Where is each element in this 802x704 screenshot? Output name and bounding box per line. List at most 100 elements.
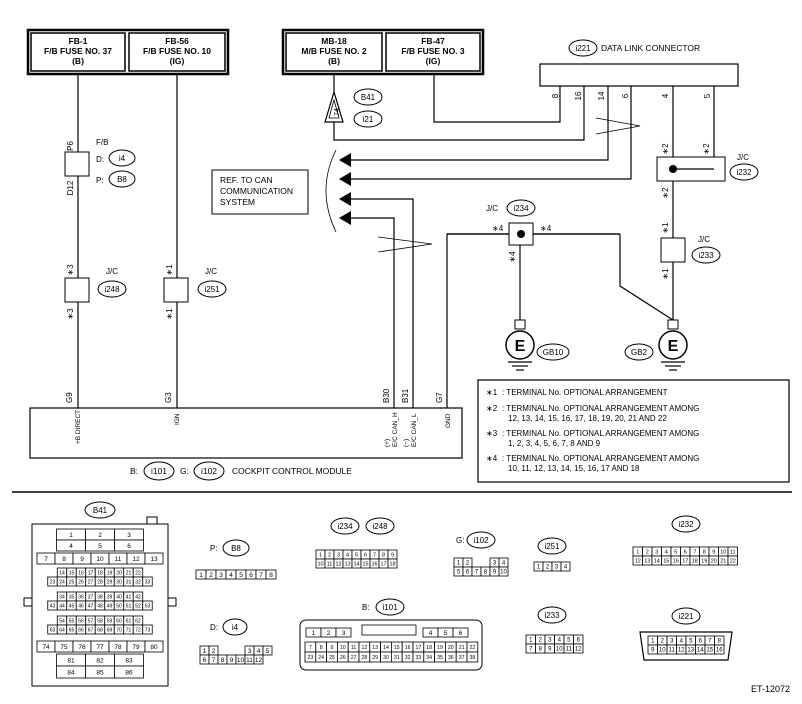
b8-pin: 4 <box>229 572 233 579</box>
diagram-code: ET-12072 <box>751 684 790 694</box>
i4-pin: 3 <box>248 648 252 655</box>
ref-line-1: REF. TO CAN <box>220 175 273 185</box>
pin-g9: G9 <box>65 392 74 403</box>
jc-i248-label: J/C <box>106 267 118 276</box>
fb-p-id: B8 <box>117 175 127 184</box>
jc-i233-mark-top: ∗1 <box>661 222 670 234</box>
b41-pin: 38 <box>97 594 103 600</box>
i233-cell <box>573 643 584 654</box>
b41-pin: 31 <box>126 579 132 585</box>
fuse-1-name: F/B FUSE NO. 37 <box>44 46 112 56</box>
i101-pin: 24 <box>318 655 324 661</box>
i101-pin: 31 <box>394 655 400 661</box>
i101-pin: 35 <box>437 655 443 661</box>
pin-g7: G7 <box>435 392 444 403</box>
b41-pin: 79 <box>132 644 140 651</box>
b41-pin: 32 <box>135 579 141 585</box>
conn-view-i101-prefix: B: <box>362 603 370 612</box>
sig-gnd: GND <box>445 413 452 428</box>
connector-b41-i21: 74 B41 i21 <box>324 88 383 128</box>
i102-pin: 3 <box>493 561 497 567</box>
fuse-3-type: (B) <box>328 56 340 66</box>
b41-pin: 70 <box>116 627 122 633</box>
b41-pin: 78 <box>114 644 122 651</box>
i102-pin: 10 <box>500 570 507 576</box>
i232-pin: 7 <box>693 549 696 555</box>
b41-pin: 81 <box>67 657 75 664</box>
b41-cell <box>114 539 144 552</box>
i101-pin: 11 <box>351 645 356 651</box>
fb-connector: P6 D12 F/B D: i4 P: B8 <box>64 138 136 195</box>
jc-i232-mark-c: ∗2 <box>661 187 670 199</box>
arrow-2 <box>339 172 351 186</box>
i232-pin: 20 <box>711 558 717 564</box>
i234-pin: 6 <box>364 552 367 558</box>
conn-view-i4-label: i4 <box>232 623 239 632</box>
b41-pin: 86 <box>125 669 133 676</box>
b41-pin: 47 <box>88 603 94 609</box>
b41-pin: 7 <box>44 556 48 563</box>
i234-pin: 12 <box>335 561 341 567</box>
b41-pin: 74 <box>42 644 50 651</box>
i234-pin: 15 <box>362 561 368 567</box>
b41-pin: 45 <box>69 603 75 609</box>
i251-pin: 2 <box>546 565 550 571</box>
i233-pin: 12 <box>575 647 582 653</box>
jc-i234-id: i234 <box>513 204 529 213</box>
i234-pin: 3 <box>337 552 340 558</box>
i101-pin: 17 <box>416 645 422 651</box>
b41-pin: 33 <box>145 579 151 585</box>
b41-pin: 22 <box>135 570 141 576</box>
i234-pin: 10 <box>317 561 323 567</box>
conn-view-i248-label: i248 <box>372 522 388 531</box>
b8-pin: 3 <box>219 572 223 579</box>
b41-pin: 57 <box>88 618 94 624</box>
i221-cell <box>714 644 725 655</box>
i232-pin: 22 <box>730 558 736 564</box>
module-b-label: B: <box>130 466 138 476</box>
b41-pin: 30 <box>116 579 122 585</box>
i233-pin: 4 <box>558 638 562 644</box>
legend-4-text2: 10, 11, 12, 13, 14, 15, 16, 17 AND 18 <box>508 464 640 473</box>
i221-pin: 4 <box>680 639 684 645</box>
conn-view-i251-label: i251 <box>544 542 560 551</box>
i234-pin: 13 <box>344 561 350 567</box>
dlc-pin-5: 5 <box>703 93 712 98</box>
i101-pin: 25 <box>329 655 335 661</box>
b41-pin: 62 <box>135 618 141 624</box>
b41-pin: 83 <box>125 657 133 664</box>
i221-pin: 11 <box>669 648 676 654</box>
b41-pin: 8 <box>62 556 66 563</box>
i4-pin: 6 <box>203 657 207 664</box>
b41-pin: 26 <box>78 579 84 585</box>
i101-pin: 16 <box>405 645 411 651</box>
i232-pin: 18 <box>692 558 698 564</box>
b41-pin: 28 <box>97 579 103 585</box>
jc-i234-mark-left: ∗4 <box>492 224 504 233</box>
b41-cell <box>144 552 164 565</box>
b41-pin: 64 <box>59 627 65 633</box>
legend-2-text2: 12, 13, 14, 15, 16, 17, 18, 19, 20, 21 A… <box>508 414 667 423</box>
i221-pin: 10 <box>659 648 666 654</box>
pin-b30: B30 <box>382 388 391 403</box>
i221-pin: 9 <box>651 648 655 654</box>
i101-cell <box>452 627 469 638</box>
dlc-pin-4: 4 <box>661 93 670 98</box>
arrow-3 <box>339 192 351 206</box>
b41-pin: 41 <box>126 594 132 600</box>
ref-line-2: COMMUNICATION <box>220 186 293 196</box>
gb10-e: E <box>515 338 526 355</box>
i101-pin: 9 <box>331 645 334 651</box>
i234-pin: 11 <box>327 561 333 567</box>
sig-b-direct: +B DIRECT <box>75 410 82 444</box>
i101-pin: 15 <box>394 645 400 651</box>
i232-pin: 2 <box>646 549 649 555</box>
b41-pin: 67 <box>88 627 94 633</box>
i232-pin: 13 <box>644 558 650 564</box>
b41-pin: 65 <box>69 627 75 633</box>
